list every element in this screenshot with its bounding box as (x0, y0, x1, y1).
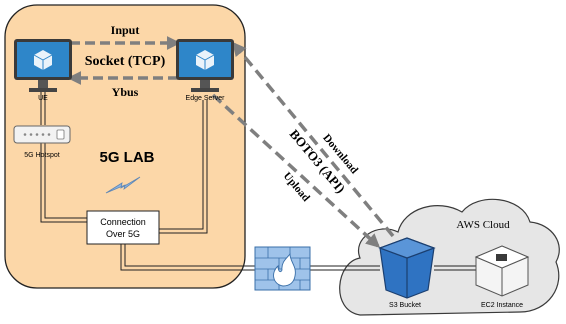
lightning-bolt-icon (105, 176, 141, 194)
hotspot-icon (13, 125, 71, 144)
ybus-label: Ybus (112, 85, 139, 99)
upload-label: Upload (281, 170, 312, 204)
lab-title: 5G LAB (99, 149, 154, 166)
connection-box (86, 210, 160, 245)
connection-label-line1: Connection (100, 217, 146, 227)
wire-connections (40, 92, 476, 271)
upload-arrow (211, 93, 381, 248)
edge-server-label: Edge Server (186, 95, 226, 102)
ue-monitor-icon (14, 39, 72, 92)
ec2-instance-icon (474, 245, 530, 297)
firewall-icon (254, 246, 311, 291)
ue-label: UE (38, 95, 48, 102)
ec2-instance-label: EC2 Instance (481, 302, 523, 309)
download-arrow (232, 41, 395, 238)
s3-bucket-label: S3 Bucket (389, 302, 421, 309)
s3-bucket-icon (378, 237, 436, 299)
input-label: Input (111, 23, 140, 37)
hotspot-label: 5G Hotspot (24, 152, 59, 159)
socket-tcp-label: Socket (TCP) (85, 54, 166, 69)
edge-server-monitor-icon (176, 39, 234, 92)
connection-label-line2: Over 5G (106, 229, 140, 239)
aws-cloud-title: AWS Cloud (456, 219, 510, 231)
